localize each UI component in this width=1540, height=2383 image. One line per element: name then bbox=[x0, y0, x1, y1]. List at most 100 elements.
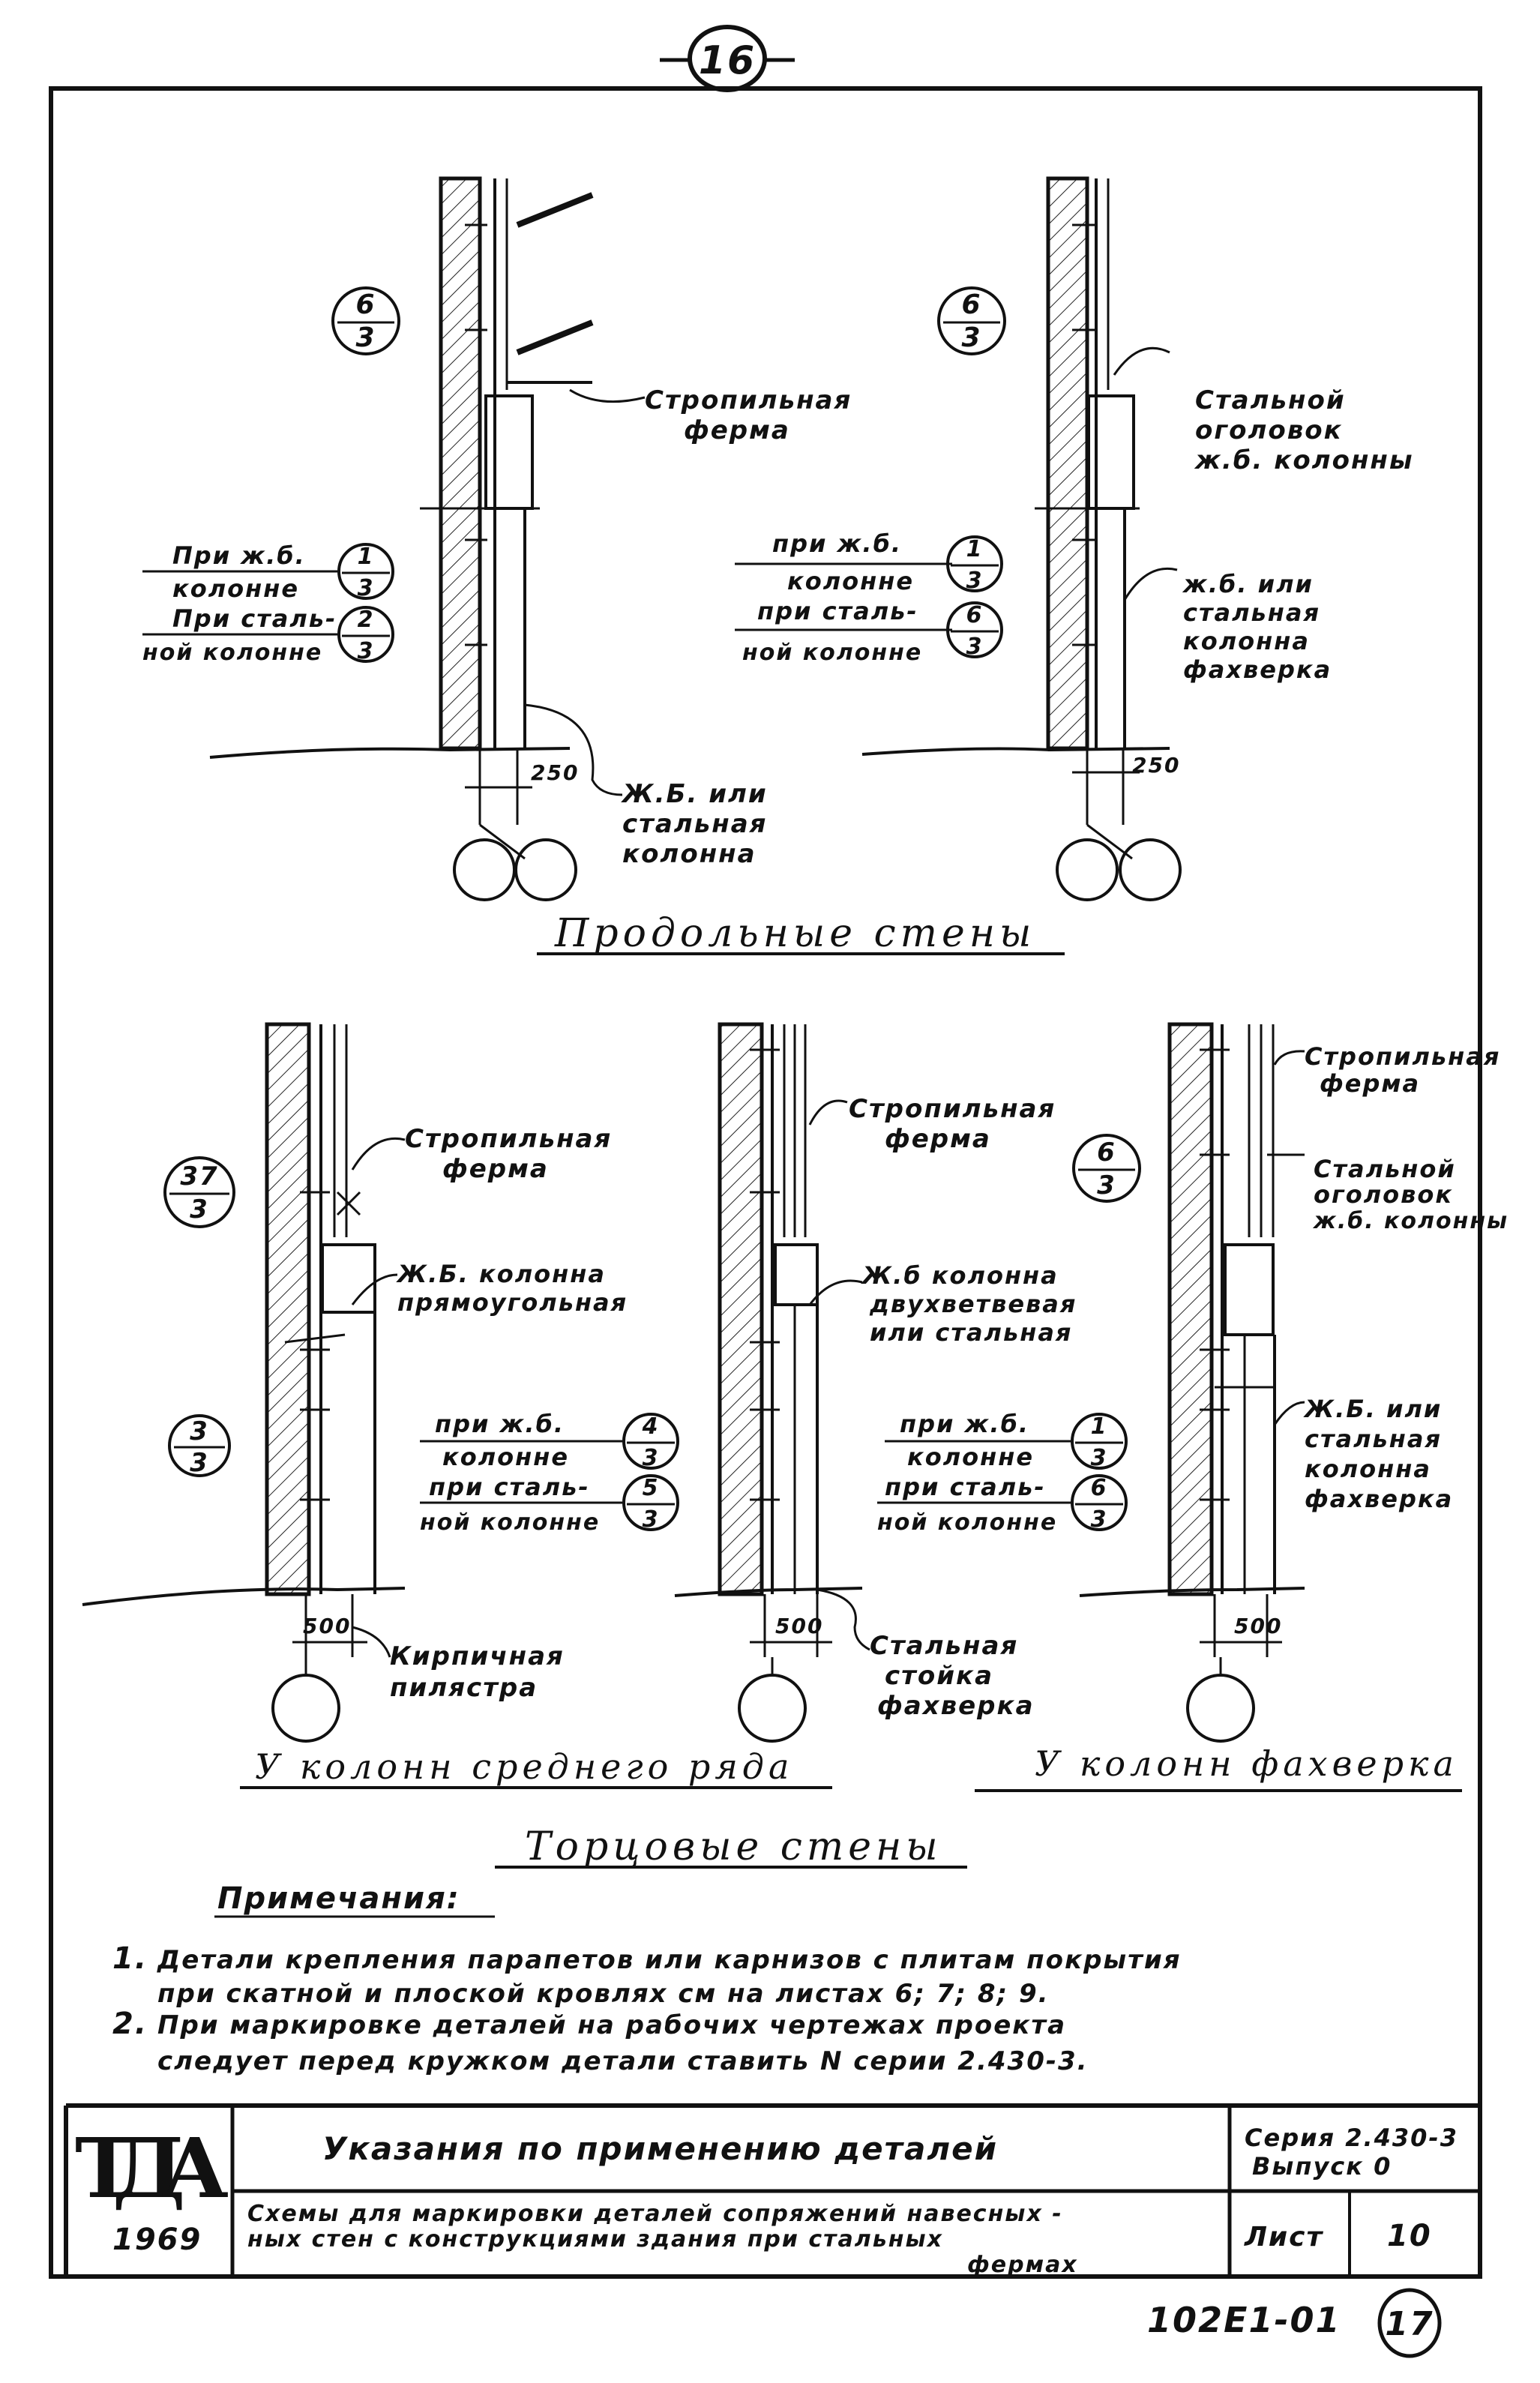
svg-text:2: 2 bbox=[358, 607, 375, 633]
svg-text:Стропильная: Стропильная bbox=[849, 1094, 1056, 1124]
svg-text:колонне: колонне bbox=[172, 574, 299, 603]
svg-text:или стальная: или стальная bbox=[870, 1318, 1072, 1347]
svg-text:при сталь-: при сталь- bbox=[429, 1473, 590, 1501]
svg-text:6: 6 bbox=[1091, 1475, 1108, 1501]
dimension: 500 bbox=[303, 1614, 351, 1638]
svg-text:1: 1 bbox=[966, 536, 984, 562]
svg-text:3: 3 bbox=[966, 634, 984, 660]
svg-text:колонна: колонна bbox=[622, 839, 757, 869]
svg-text:оголовок: оголовок bbox=[1195, 415, 1343, 445]
svg-text:пилястра: пилястра bbox=[390, 1673, 538, 1703]
top-left-scheme: 250 6 3 Стропильная ферма При ж.б. колон… bbox=[142, 176, 852, 901]
svg-text:При сталь-: При сталь- bbox=[172, 604, 337, 633]
detail-mark: 6 3 bbox=[1071, 1474, 1128, 1533]
axis-marker bbox=[514, 838, 577, 901]
wall-section bbox=[1167, 1022, 1214, 1596]
svg-text:при ж.б.: при ж.б. bbox=[772, 529, 902, 558]
note-text: при скатной и плоской кровлях см на лист… bbox=[157, 1979, 1050, 2009]
svg-text:Кирпичная: Кирпичная bbox=[390, 1641, 565, 1671]
title-block: ТДА 1969 Указания по применению деталей … bbox=[64, 2103, 1480, 2278]
notes-heading: Примечания: bbox=[217, 1881, 460, 1916]
svg-text:3: 3 bbox=[643, 1506, 660, 1533]
svg-text:Стропильная: Стропильная bbox=[1305, 1042, 1500, 1071]
axis-marker bbox=[271, 1674, 340, 1743]
detail-mark: 6 3 bbox=[937, 286, 1006, 355]
svg-text:2.: 2. bbox=[112, 2007, 148, 2041]
wall-section bbox=[1046, 176, 1089, 751]
svg-text:Ж.Б. колонна: Ж.Б. колонна bbox=[396, 1260, 606, 1288]
svg-text:оголовок: оголовок bbox=[1314, 1180, 1453, 1209]
drawing-code: 102Е1-01 bbox=[1147, 2300, 1341, 2340]
svg-text:3: 3 bbox=[1091, 1506, 1108, 1533]
detail-mark: 2 3 bbox=[337, 606, 394, 664]
svg-text:колонне: колонне bbox=[787, 567, 914, 595]
svg-text:ной колонне: ной колонне bbox=[420, 1509, 600, 1536]
svg-text:ферма: ферма bbox=[885, 1124, 991, 1154]
detail-mark: 37 3 bbox=[163, 1156, 235, 1228]
svg-text:3: 3 bbox=[1091, 1445, 1108, 1471]
column-head bbox=[774, 1243, 819, 1306]
svg-text:6: 6 bbox=[961, 289, 981, 320]
svg-text:ферма: ферма bbox=[442, 1154, 549, 1184]
section-title: Продольные стены bbox=[554, 911, 1035, 956]
footer: 102Е1-01 17 bbox=[1147, 2288, 1442, 2358]
svg-text:При ж.б.: При ж.б. bbox=[172, 541, 306, 570]
svg-text:Стропильная: Стропильная bbox=[405, 1124, 612, 1154]
svg-text:колонна: колонна bbox=[1183, 627, 1310, 655]
svg-text:ной колонне: ной колонне bbox=[142, 640, 322, 666]
page-circle bbox=[1377, 2288, 1442, 2358]
series: Серия 2.430-3 bbox=[1245, 2124, 1458, 2152]
subtitle: Схемы для маркировки деталей сопряжений … bbox=[247, 2201, 1063, 2227]
svg-text:колонна: колонна bbox=[1305, 1455, 1431, 1483]
section-title: У колонн фахверка bbox=[1035, 1743, 1458, 1784]
svg-text:3: 3 bbox=[190, 1416, 209, 1446]
svg-text:колонне: колонне bbox=[907, 1443, 1034, 1471]
svg-text:3: 3 bbox=[358, 575, 375, 601]
wall-section bbox=[265, 1022, 311, 1596]
svg-text:1: 1 bbox=[1091, 1413, 1108, 1440]
svg-text:ж.б. колонны: ж.б. колонны bbox=[1194, 445, 1414, 475]
svg-text:3: 3 bbox=[1097, 1171, 1116, 1200]
svg-text:прямоугольная: прямоугольная bbox=[397, 1288, 628, 1317]
truss-label: Стропильная bbox=[645, 385, 852, 415]
notes: Примечания: 1. Детали крепления парапето… bbox=[112, 1881, 1180, 2076]
detail-mark: 1 3 bbox=[946, 535, 1003, 594]
sheet-marker-number: 16 bbox=[699, 38, 756, 83]
svg-text:Стальная: Стальная bbox=[870, 1631, 1018, 1661]
svg-text:фахверка: фахверка bbox=[1183, 655, 1332, 684]
wall-section bbox=[439, 176, 482, 751]
svg-text:Ж.б колонна: Ж.б колонна bbox=[861, 1261, 1059, 1290]
bottom-left-scheme: 500 37 3 3 3 Стропильная ферма Ж.Б. коло… bbox=[82, 1022, 679, 1743]
bottom-right-scheme: 500 6 3 Стропильная ферма Стальной оголо… bbox=[1072, 1022, 1509, 1743]
svg-text:Стальной: Стальной bbox=[1314, 1155, 1456, 1183]
dimension: 250 bbox=[1132, 753, 1180, 778]
note-text: При маркировке деталей на рабочих чертеж… bbox=[157, 2010, 1066, 2040]
section-title: Торцовые стены bbox=[525, 1824, 942, 1869]
svg-text:6: 6 bbox=[966, 602, 984, 628]
detail-mark: 3 3 bbox=[168, 1414, 231, 1478]
svg-text:3: 3 bbox=[966, 568, 984, 594]
axis-marker bbox=[453, 838, 516, 901]
svg-text:3: 3 bbox=[355, 322, 376, 353]
sheet-label: Лист bbox=[1244, 2222, 1323, 2253]
svg-text:ж.б. колонны: ж.б. колонны bbox=[1312, 1208, 1509, 1234]
detail-mark: 6 3 bbox=[1072, 1134, 1141, 1203]
svg-text:3: 3 bbox=[961, 322, 981, 353]
svg-text:Ж.Б. или: Ж.Б. или bbox=[1303, 1395, 1442, 1423]
axis-marker bbox=[1186, 1674, 1255, 1743]
sheet-marker: 16 bbox=[660, 25, 795, 92]
dimension: 500 bbox=[1234, 1614, 1282, 1638]
svg-text:стальная: стальная bbox=[622, 809, 767, 839]
svg-text:Стальной: Стальной bbox=[1195, 385, 1346, 415]
sheet-number: 10 bbox=[1387, 2219, 1432, 2253]
svg-text:3: 3 bbox=[643, 1445, 660, 1471]
svg-text:6: 6 bbox=[1097, 1138, 1116, 1168]
wall-section bbox=[718, 1022, 764, 1596]
svg-text:фахверка: фахверка bbox=[877, 1691, 1035, 1721]
svg-text:при сталь-: при сталь- bbox=[757, 597, 918, 625]
detail-mark: 6 3 bbox=[331, 286, 400, 355]
svg-text:двухветвевая: двухветвевая bbox=[869, 1290, 1077, 1318]
svg-text:колонне: колонне bbox=[442, 1443, 569, 1471]
svg-text:фахверка: фахверка bbox=[1305, 1485, 1453, 1513]
